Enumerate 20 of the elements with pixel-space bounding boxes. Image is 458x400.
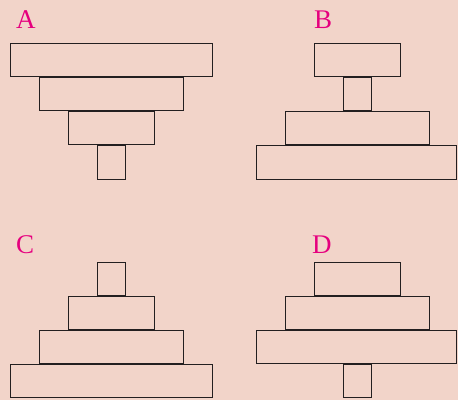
stack-block <box>10 43 213 77</box>
stack-block <box>97 145 126 180</box>
stack-block <box>39 330 184 364</box>
stack-block <box>256 330 457 364</box>
stack-block <box>39 77 184 111</box>
stack-block <box>68 296 155 330</box>
stack-block <box>314 262 401 296</box>
stack-block <box>285 296 430 330</box>
stack-block <box>10 364 213 398</box>
stack-block <box>285 111 430 145</box>
stack-block <box>343 77 372 111</box>
stack-block <box>68 111 155 145</box>
stack-block <box>314 43 401 77</box>
panel-letter: D <box>312 231 332 258</box>
panel-letter: A <box>16 6 36 33</box>
panel-letter: C <box>16 231 34 258</box>
panel-letter: B <box>314 6 332 33</box>
stack-block <box>343 364 372 398</box>
stack-block <box>97 262 126 296</box>
stack-block <box>256 145 457 180</box>
